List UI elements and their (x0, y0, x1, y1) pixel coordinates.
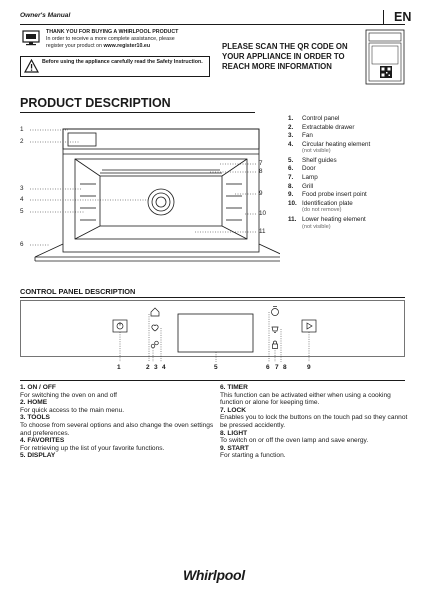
thanks-line1: In order to receive a more complete assi… (46, 36, 175, 42)
callout-2: 2 (20, 138, 24, 145)
qr-code-icon (380, 66, 392, 78)
register-link[interactable]: www.register10.eu (103, 43, 151, 49)
light-icon (271, 326, 279, 333)
header-rule (20, 24, 405, 25)
list-item: 9.Food probe insert point (288, 191, 367, 199)
tools-icon (150, 340, 159, 349)
warning-triangle-icon (24, 59, 39, 73)
control-panel-diagram (20, 300, 405, 362)
language-code: EN (394, 10, 412, 24)
callout-6: 6 (20, 241, 24, 248)
control-panel-title: CONTROL PANEL DESCRIPTION (20, 287, 136, 296)
brand-logo: Whirlpool (183, 567, 245, 583)
callout-11: 11 (259, 228, 266, 235)
display-screen (177, 313, 254, 353)
start-icon (301, 319, 317, 333)
thanks-title: THANK YOU FOR BUYING A WHIRLPOOL PRODUCT (46, 29, 179, 35)
callout-10: 10 (259, 210, 267, 217)
cp-number-8: 8 (283, 364, 287, 371)
product-description-title: PRODUCT DESCRIPTION (20, 96, 171, 110)
cp-number-6: 6 (266, 364, 270, 371)
oven-qr-illustration (365, 29, 405, 85)
section-rule (20, 112, 255, 113)
qr-instruction: PLEASE SCAN THE QR CODE ON YOUR APPLIANC… (222, 42, 348, 71)
timer-icon (271, 306, 279, 316)
callout-9: 9 (259, 190, 263, 197)
callout-8: 8 (259, 168, 263, 175)
callout-1: 1 (20, 126, 24, 133)
list-item: 8.Grill (288, 182, 314, 190)
safety-warning-box (20, 56, 210, 77)
registration-notice: THANK YOU FOR BUYING A WHIRLPOOL PRODUCT… (46, 29, 206, 50)
list-item: 11.Lower heating element(not visible) (288, 215, 366, 230)
power-icon (112, 319, 128, 333)
list-item: 3.Fan (288, 132, 313, 140)
cp-number-9: 9 (307, 364, 311, 371)
callout-5: 5 (20, 208, 24, 215)
thanks-line2: register your product on (46, 43, 102, 49)
list-item: 1.Control panel (288, 115, 340, 122)
list-item: 7.Lamp (288, 174, 318, 182)
list-item: 2.Extractable drawer (288, 123, 355, 131)
list-item: 10.Identification plate(do not remove) (288, 199, 353, 214)
section-rule (20, 380, 405, 381)
list-item: 4.Circular heating element(not visible) (288, 140, 371, 155)
cp-number-4: 4 (162, 364, 166, 371)
section-rule (20, 297, 405, 298)
cp-number-1: 1 (117, 364, 121, 371)
oven-diagram (30, 128, 280, 262)
list-item: 5.Shelf guides (288, 156, 337, 164)
safety-warning-text: Before using the appliance carefully rea… (42, 59, 203, 65)
cp-number-7: 7 (275, 364, 279, 371)
parts-list: 1.Control panel 2.Extractable drawer 3.F… (288, 115, 413, 232)
home-icon (150, 307, 160, 317)
cp-number-3: 3 (154, 364, 158, 371)
callout-7: 7 (259, 160, 263, 167)
heart-icon (151, 324, 159, 332)
lock-icon (272, 340, 278, 349)
list-item: 6.Door (288, 165, 316, 173)
language-divider (383, 10, 384, 24)
computer-icon (22, 30, 40, 46)
cp-number-5: 5 (214, 364, 218, 371)
cp-number-2: 2 (146, 364, 150, 371)
callout-4: 4 (20, 196, 24, 203)
manual-title: Owner's Manual (20, 12, 71, 19)
callout-3: 3 (20, 185, 24, 192)
